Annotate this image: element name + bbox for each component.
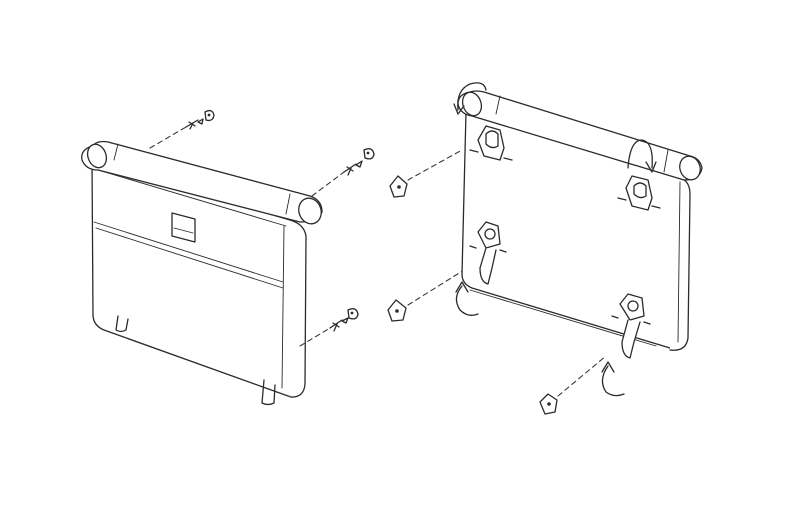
screw (149, 109, 215, 149)
wall-anchor (389, 149, 463, 198)
latch-strap (611, 293, 651, 359)
rotation-arrow (627, 139, 657, 173)
rotation-arrow (453, 82, 487, 115)
latch-strap (469, 221, 507, 285)
front-top-bar (81, 140, 323, 225)
front-panel (91, 161, 307, 406)
rotation-arrow (601, 361, 625, 397)
screw (299, 308, 359, 347)
screw (311, 148, 375, 197)
back-panel (461, 111, 691, 351)
wall-anchor (387, 269, 465, 322)
mounting-clip (469, 125, 513, 161)
rotation-arrow (455, 281, 479, 316)
mounting-clip (617, 175, 661, 211)
wall-anchor (539, 355, 607, 415)
